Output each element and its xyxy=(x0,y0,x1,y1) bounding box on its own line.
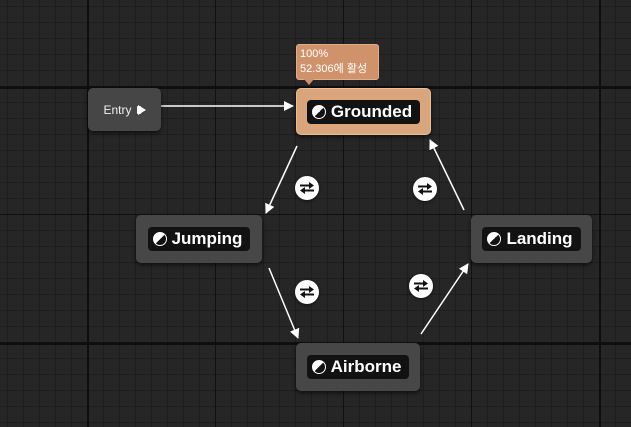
state-node-jumping[interactable]: Jumping xyxy=(136,215,262,263)
state-label: Grounded xyxy=(330,101,413,121)
transition-icon xyxy=(414,280,428,292)
state-label: Airborne xyxy=(330,357,402,376)
active-state-tooltip: 100% 52.306에 활성 xyxy=(296,44,379,85)
arrow-airborne-landing xyxy=(420,263,469,335)
state-label: Jumping xyxy=(171,229,243,248)
entry-pin-icon xyxy=(136,104,146,115)
transition-icon xyxy=(418,183,432,195)
tooltip-weight: 100% xyxy=(300,48,329,60)
transition-rule-airborne-landing[interactable] xyxy=(409,274,433,298)
state-icon xyxy=(311,104,326,119)
state-icon xyxy=(152,232,167,246)
state-node-airborne[interactable]: Airborne xyxy=(296,343,420,391)
tooltip-active-time: 52.306에 활성 xyxy=(300,63,368,75)
arrow-grounded-jumping xyxy=(265,145,298,214)
entry-label: Entry xyxy=(103,102,132,117)
arrow-jumping-airborne xyxy=(268,267,300,339)
transition-icon xyxy=(300,286,314,298)
state-node-landing[interactable]: Landing xyxy=(471,215,592,263)
entry-node[interactable]: Entry xyxy=(88,88,161,131)
state-label: Landing xyxy=(506,229,573,248)
transition-icon xyxy=(300,182,314,194)
transition-rule-landing-grounded[interactable] xyxy=(413,177,437,201)
state-icon xyxy=(487,232,502,246)
arrow-landing-grounded xyxy=(429,139,465,211)
transition-rule-jumping-airborne[interactable] xyxy=(295,280,319,304)
transition-rule-grounded-jumping[interactable] xyxy=(295,176,319,200)
state-icon xyxy=(311,360,326,374)
state-node-grounded[interactable]: Grounded xyxy=(296,88,431,135)
